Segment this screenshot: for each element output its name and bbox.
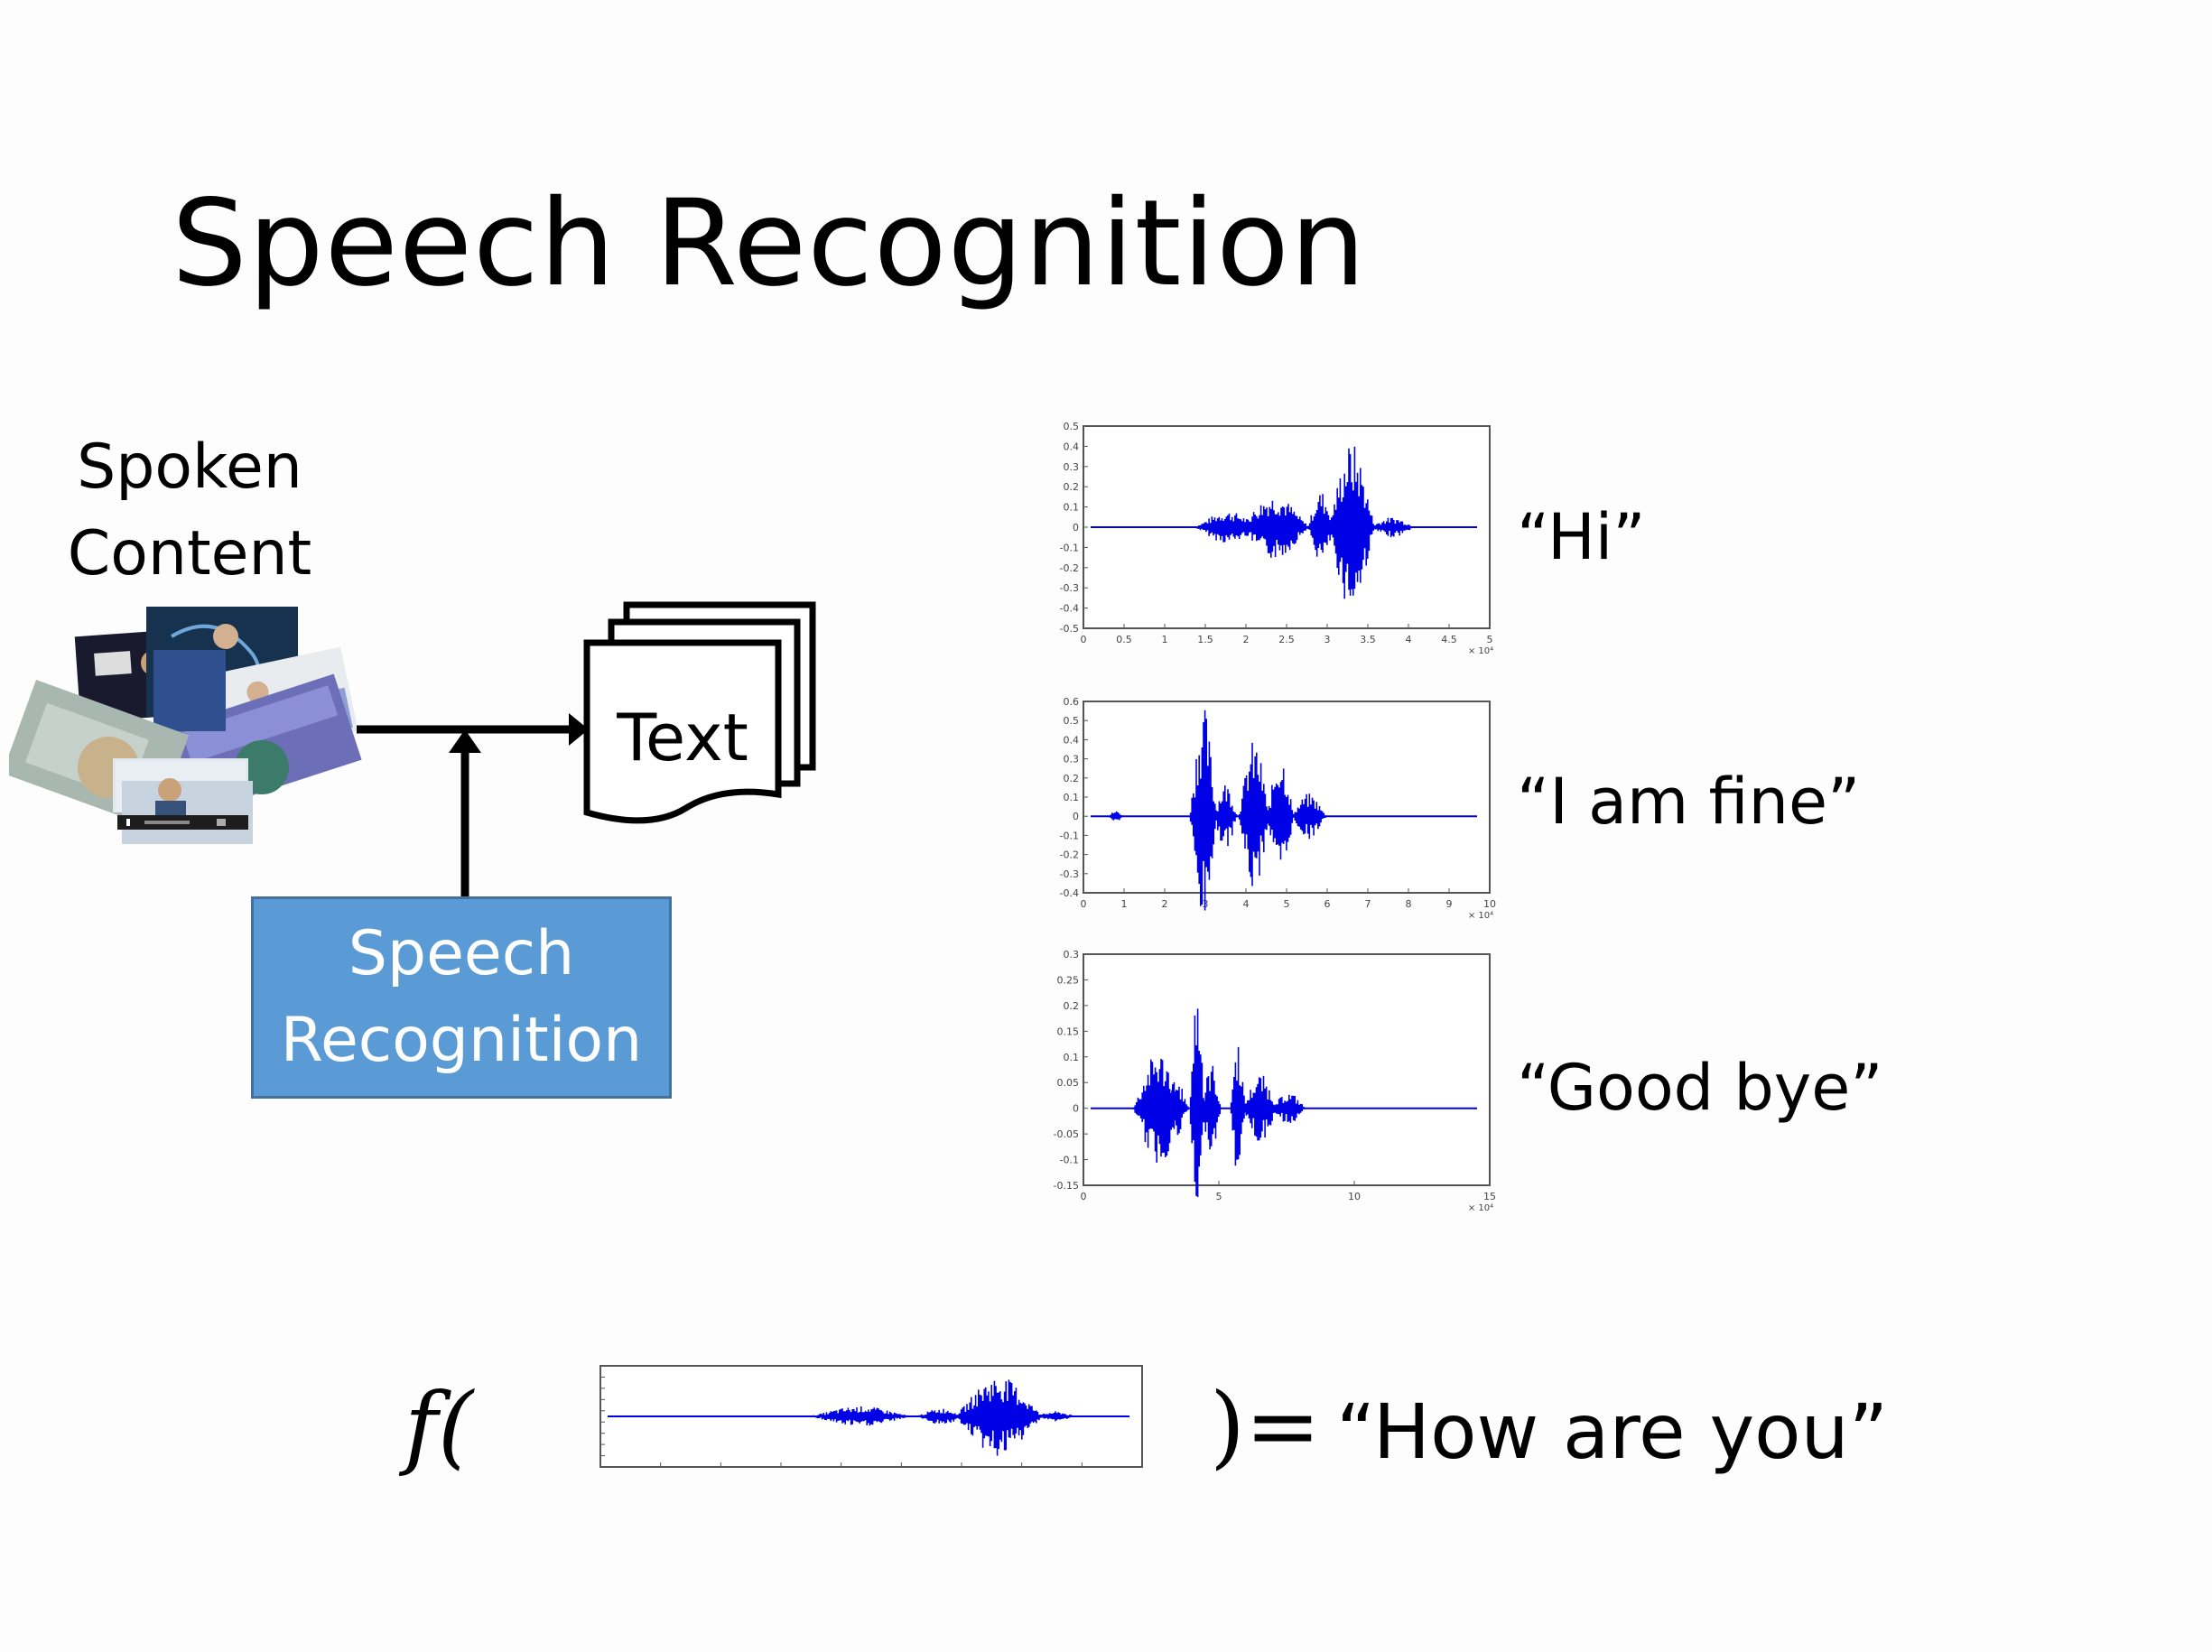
plot-fine-y-tick: -0.1	[1060, 830, 1079, 841]
plot-fine-y-tick: 0.3	[1064, 754, 1080, 766]
plot-hi-x-tick: 2.5	[1278, 634, 1295, 645]
plot-hi-signal	[1194, 446, 1417, 599]
input-waveform-plot: × 10⁴	[599, 1365, 1143, 1468]
plot-fine-y-tick: 0.5	[1064, 715, 1080, 727]
plot-bye-y-tick: 0.1	[1064, 1052, 1080, 1063]
plot-fine-y-tick: 0	[1073, 811, 1079, 822]
plot-fine-y-tick: 0.6	[1064, 696, 1080, 708]
plot-fine-x-tick: 7	[1365, 898, 1371, 910]
plot-fine-x-multiplier: × 10⁴	[1468, 911, 1493, 921]
plot-hi-x-tick: 5	[1487, 634, 1493, 645]
text-document-stack-icon	[583, 601, 816, 824]
arrow-to-text-head	[569, 713, 589, 746]
slide-title: Speech Recognition	[172, 174, 1367, 313]
plot-fine-signal	[1108, 710, 1328, 911]
text-document-label: Text	[617, 700, 748, 775]
plot-hi-y-tick: -0.1	[1060, 542, 1079, 553]
plot-bye-x-tick: 5	[1216, 1191, 1222, 1202]
plot-bye-y-tick: -0.05	[1054, 1128, 1079, 1140]
plot-fine-x-tick: 6	[1324, 898, 1331, 910]
waveform-label-i-am-fine: “I am fine”	[1517, 765, 1861, 839]
plot-bye-x-multiplier: × 10⁴	[1468, 1203, 1493, 1213]
plot-fine-y-tick: -0.4	[1060, 887, 1079, 899]
speech-recognition-box-line1: Speech	[348, 918, 575, 989]
plot-fine-x-tick: 0	[1081, 898, 1087, 910]
plot-fine-x-tick: 9	[1446, 898, 1453, 910]
plot-bye-y-tick: 0.15	[1057, 1026, 1080, 1037]
plot-bye-y-tick: 0	[1073, 1103, 1079, 1115]
plot-hi-x-tick: 4.5	[1441, 634, 1457, 645]
plot-hi-x-tick: 1.5	[1197, 634, 1213, 645]
speech-recognition-box: Speech Recognition	[251, 896, 672, 1099]
function-close: )=	[1210, 1373, 1321, 1479]
plot-hi-y-tick: -0.5	[1060, 623, 1079, 635]
plot-hi-y-tick: -0.4	[1060, 603, 1079, 615]
plot-hi-y-tick: -0.2	[1060, 562, 1079, 574]
plot-hi-x-tick: 3.5	[1360, 634, 1376, 645]
plot-fine-x-tick: 10	[1483, 898, 1496, 910]
plot-fine-x-tick: 5	[1284, 898, 1290, 910]
plot-bye-y-tick: 0.25	[1057, 974, 1080, 986]
plot-hi-y-tick: 0.1	[1064, 502, 1080, 514]
plot-hi-x-multiplier: × 10⁴	[1468, 646, 1493, 656]
waveform-label-hi: “Hi”	[1517, 500, 1646, 574]
plot-hi-y-tick: 0.4	[1064, 441, 1080, 452]
plot-hi-x-tick: 0	[1081, 634, 1087, 645]
plot-fine-x-tick: 1	[1121, 898, 1128, 910]
output-text: “How are you”	[1336, 1387, 1889, 1476]
plot-hi-y-tick: 0	[1073, 522, 1079, 534]
plot-bye-x-tick: 0	[1081, 1191, 1087, 1202]
plot-hi-x-tick: 0.5	[1116, 634, 1132, 645]
plot-fine-y-tick: 0.4	[1064, 734, 1080, 746]
plot-fine-y-tick: 0.2	[1064, 773, 1080, 784]
plot-hi-y-tick: 0.2	[1064, 481, 1080, 493]
media-collage-image	[9, 607, 362, 844]
spoken-label-line2: Content	[67, 518, 312, 589]
spoken-content-label: Spoken Content	[54, 424, 325, 598]
plot-fine-x-tick: 2	[1162, 898, 1168, 910]
waveform-label-good-bye: “Good bye”	[1517, 1051, 1883, 1125]
plot-fine-y-tick: 0.1	[1064, 792, 1080, 803]
function-open: f(	[404, 1373, 474, 1479]
plot-hi-y-tick: 0.5	[1064, 421, 1080, 432]
plot-fine-y-tick: -0.3	[1060, 868, 1079, 880]
plot-bye-y-tick: 0.05	[1057, 1077, 1080, 1089]
plot-bye-x-tick: 10	[1348, 1191, 1361, 1202]
spoken-label-line1: Spoken	[77, 432, 302, 503]
plot-bye-y-tick: -0.15	[1054, 1180, 1079, 1192]
arrow-from-recognizer-head	[449, 729, 481, 753]
plot-fine-x-tick: 4	[1243, 898, 1250, 910]
plot-hi-x-tick: 1	[1162, 634, 1168, 645]
plot-hi-y-tick: 0.3	[1064, 461, 1080, 473]
plot-hi-x-tick: 4	[1406, 634, 1412, 645]
speech-recognition-box-line2: Recognition	[280, 1005, 643, 1076]
plot-hi-y-tick: -0.3	[1060, 582, 1079, 594]
plot-bye-signal	[1132, 1008, 1307, 1197]
plot-hi-x-tick: 3	[1324, 634, 1331, 645]
plot-fine-y-tick: -0.2	[1060, 849, 1079, 861]
plot-hi-x-tick: 2	[1243, 634, 1250, 645]
plot-bye-x-tick: 15	[1483, 1191, 1496, 1202]
plot-bye-frame	[1083, 953, 1491, 1186]
plot-bye-y-tick: 0.2	[1064, 1000, 1080, 1012]
plot-bye-y-tick: -0.1	[1060, 1155, 1079, 1166]
plot-fine-x-tick: 8	[1406, 898, 1412, 910]
plot-input-signal	[806, 1379, 1077, 1456]
plot-bye-y-tick: 0.3	[1064, 949, 1080, 961]
